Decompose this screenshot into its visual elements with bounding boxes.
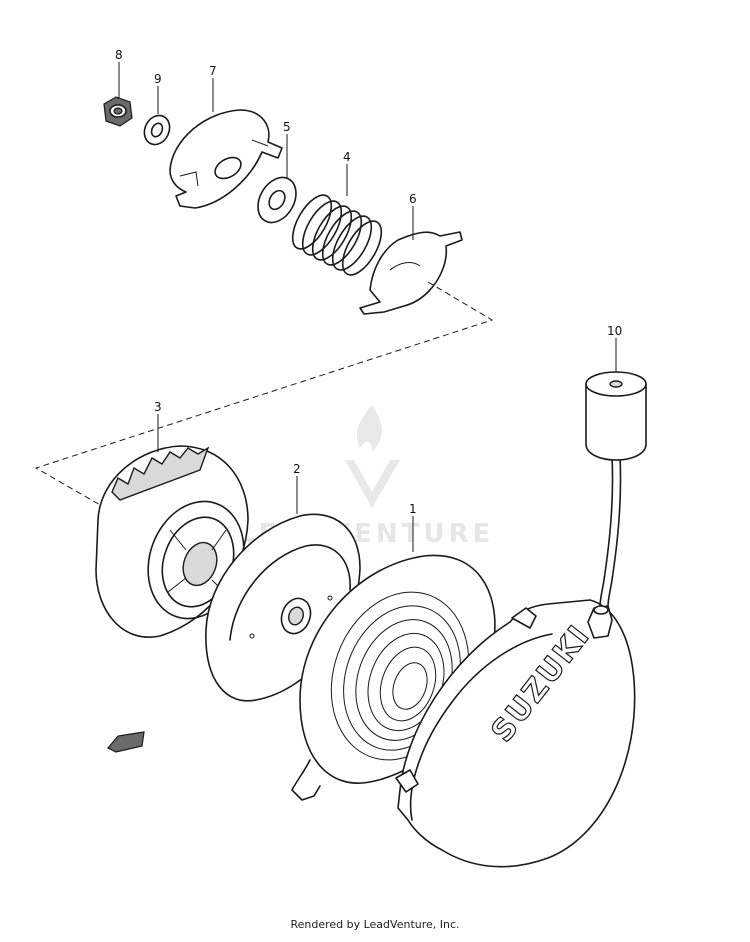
clip-icon — [359, 231, 463, 315]
part-8-nut — [103, 96, 133, 127]
callout-5: 5 — [283, 120, 291, 134]
callout-7: 7 — [209, 64, 217, 78]
part-6-clip — [359, 231, 463, 315]
chevron-logo-icon — [345, 460, 400, 508]
part-9-washer — [143, 114, 171, 146]
starter-case-icon — [397, 599, 636, 868]
callout-2: 2 — [293, 462, 301, 476]
callout-9: 9 — [154, 72, 162, 86]
part-1-recoil-starter: SUZUKI — [291, 554, 636, 868]
coil-spring-icon — [291, 194, 383, 276]
part-10-starter-handle — [585, 371, 647, 607]
leader-lines — [118, 62, 617, 552]
callout-10: 10 — [607, 324, 622, 338]
part-5-washer — [257, 176, 297, 224]
flame-icon — [356, 405, 382, 452]
part-7-friction-plate — [169, 109, 283, 209]
starter-rope — [599, 455, 614, 607]
starter-handle-icon — [585, 371, 647, 461]
part-3-reel-pulley — [95, 445, 249, 638]
callout-8: 8 — [115, 48, 123, 62]
assembly-reference-line — [34, 281, 494, 507]
direction-arrow-icon — [107, 731, 145, 753]
part-4-coil-spring — [291, 194, 383, 276]
callout-1: 1 — [409, 502, 417, 516]
part-number-callouts: 8 9 7 5 4 6 10 3 2 1 — [115, 48, 622, 516]
callout-6: 6 — [409, 192, 417, 206]
front-direction-marker — [107, 731, 145, 753]
callout-3: 3 — [154, 400, 162, 414]
pulley-teeth — [111, 446, 210, 501]
callout-4: 4 — [343, 150, 351, 164]
footer-credit: Rendered by LeadVenture, Inc. — [290, 918, 460, 931]
